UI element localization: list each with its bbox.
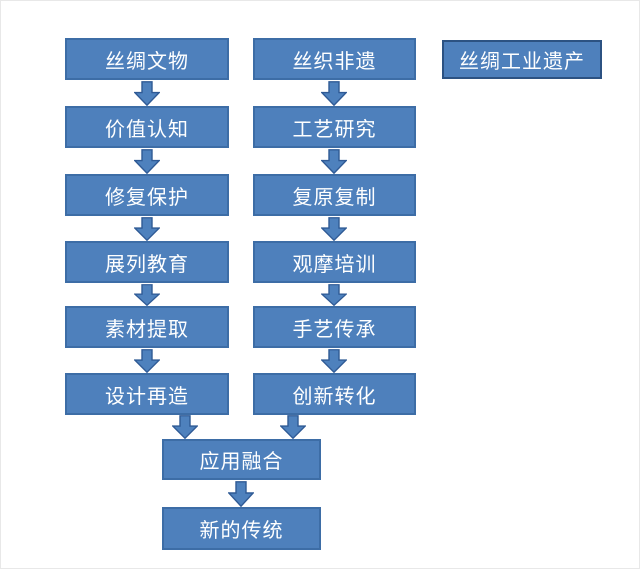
arrow-down-icon: [134, 149, 160, 174]
node-new-tradition: 新的传统: [162, 507, 321, 550]
arrow-down-icon: [321, 284, 347, 306]
node-restoration-protection: 修复保护: [65, 174, 229, 216]
arrow-down-icon: [228, 481, 254, 507]
node-silk-industrial-heritage: 丝绸工业遗产: [442, 40, 602, 79]
node-observation-training: 观摩培训: [253, 241, 416, 283]
node-silk-weaving-heritage: 丝织非遗: [253, 38, 416, 80]
node-application-fusion: 应用融合: [162, 439, 321, 480]
node-material-extraction: 素材提取: [65, 306, 229, 348]
node-value-cognition: 价值认知: [65, 106, 229, 148]
node-craft-research: 工艺研究: [253, 106, 416, 148]
arrow-down-icon: [321, 217, 347, 241]
node-design-recreation: 设计再造: [65, 373, 229, 415]
arrow-down-icon: [321, 149, 347, 174]
arrow-down-icon: [321, 81, 347, 106]
node-exhibition-education: 展列教育: [65, 241, 229, 283]
arrow-down-icon: [134, 284, 160, 306]
arrow-down-icon: [280, 415, 306, 439]
arrow-down-icon: [134, 217, 160, 241]
arrow-down-icon: [321, 349, 347, 373]
node-innovation-transformation: 创新转化: [253, 373, 416, 415]
node-restoration-replication: 复原复制: [253, 174, 416, 216]
arrow-down-icon: [134, 81, 160, 106]
arrow-down-icon: [134, 349, 160, 373]
node-craftsmanship-inheritance: 手艺传承: [253, 306, 416, 348]
arrow-down-icon: [172, 415, 198, 439]
node-silk-relics: 丝绸文物: [65, 38, 229, 80]
